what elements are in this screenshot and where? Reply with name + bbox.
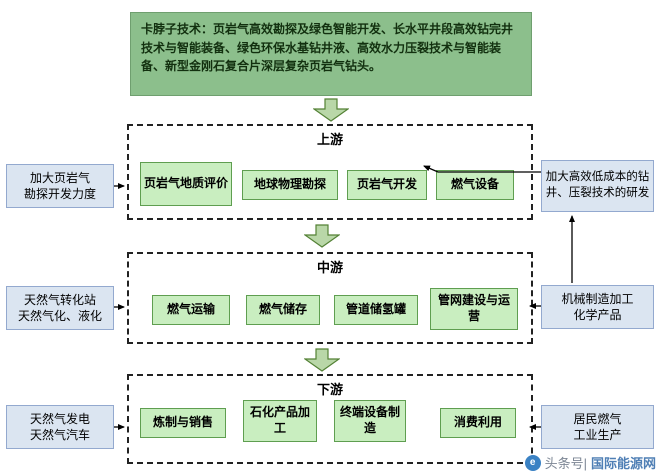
item-refining-and-sales: 炼制与销售 <box>140 408 226 438</box>
note-gas-power-and-vehicles: 天然气发电 天然气汽车 <box>6 405 114 449</box>
midstream-section: 中游 <box>127 252 533 344</box>
item-gas-transport: 燃气运输 <box>152 295 230 325</box>
item-pipeline-network-construction: 管网建设与运营 <box>430 288 518 330</box>
down-block-arrow-midstream-to-downstream <box>304 348 340 372</box>
down-block-arrow-upstream-to-midstream <box>304 224 340 248</box>
note-low-cost-drilling-rnd: 加大高效低成本的钻 井、压裂技术的研发 <box>541 160 654 212</box>
midstream-section-label: 中游 <box>316 260 343 275</box>
note-residential-industrial-gas: 居民燃气 工业生产 <box>541 405 654 449</box>
item-gas-storage: 燃气储存 <box>246 295 320 325</box>
bottleneck-technology-header: 卡脖子技术：页岩气高效勘探及绿色智能开发、长水平井段高效钻完井技术与智能装备、绿… <box>130 12 532 96</box>
watermark-prefix: 头条号| <box>544 456 587 471</box>
item-shale-gas-geological-evaluation: 页岩气地质评价 <box>140 162 232 206</box>
note-increase-exploration: 加大页岩气 勘探开发力度 <box>6 164 114 208</box>
item-gas-equipment: 燃气设备 <box>436 170 514 200</box>
watermark: e 头条号| 国际能源网 <box>524 453 656 472</box>
upstream-section-label: 上游 <box>316 132 343 147</box>
item-petrochemical-processing: 石化产品加工 <box>243 400 317 442</box>
downstream-section-label: 下游 <box>316 382 343 397</box>
item-geophysical-exploration: 地球物理勘探 <box>242 170 338 200</box>
item-terminal-equipment-manufacturing: 终端设备制造 <box>334 400 406 442</box>
note-gas-conversion-station: 天然气转化站 天然气化、液化 <box>6 286 114 330</box>
energy-site-logo-icon: e <box>524 454 541 471</box>
item-shale-gas-development: 页岩气开发 <box>347 170 427 200</box>
item-pipeline-hydrogen-tank: 管道储氢罐 <box>334 295 418 325</box>
item-consumption-utilization: 消费利用 <box>440 408 516 438</box>
downstream-section: 下游 <box>127 374 533 464</box>
note-machinery-chemical-products: 机械制造加工 化学产品 <box>541 285 654 329</box>
watermark-site-name: 国际能源网 <box>590 456 656 471</box>
down-block-arrow-header-to-upstream <box>313 98 349 122</box>
